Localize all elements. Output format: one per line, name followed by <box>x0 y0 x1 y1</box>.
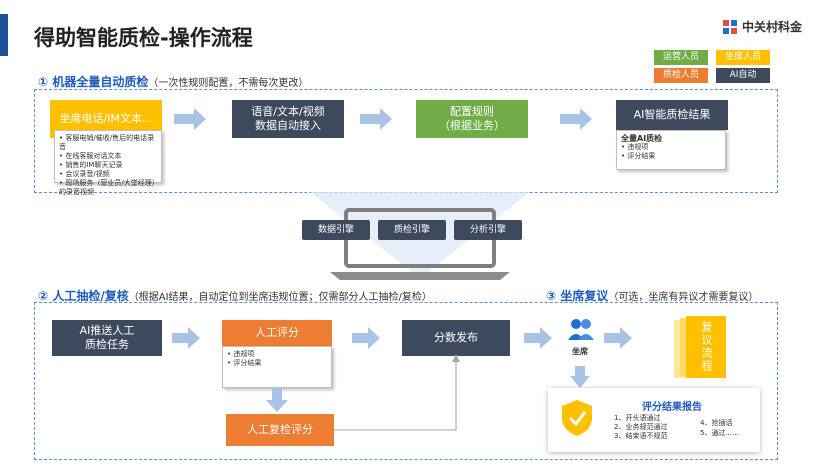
manual-list: 违规项评分结果 <box>227 350 327 368</box>
section1-title: 机器全量自动质检 <box>52 75 149 89</box>
section2-note: （根据AI结果，自动定位到坐席违规位置；仅需部分人工抽检/复检） <box>128 292 432 303</box>
report-col-left: 1、开头语通过 2、业务规范通过 3、结束语不规范 <box>614 414 667 441</box>
list-item: 现场服务（营业员/大堂经理）的录音视频 <box>59 179 157 197</box>
report-col-right: 4、抢插话 5、通过...... <box>700 418 739 438</box>
section3-note: （可选，坐席有异议才需要复议） <box>608 292 759 303</box>
report-item: 4、抢插话 <box>700 419 733 427</box>
publish-box: 分数发布 <box>402 320 510 356</box>
section1-number: ① <box>38 75 49 89</box>
engine-analysis: 分析引擎 <box>454 220 522 240</box>
section1-heading: ① 机器全量自动质检（一次性规则配置，不需每次更改） <box>38 73 308 90</box>
arrow-down-report <box>570 366 590 388</box>
list-item: 评分结果 <box>227 359 327 368</box>
result-heading: 全量AI质检 <box>621 134 663 143</box>
list-item: 销售的IM聊天记录 <box>59 161 157 170</box>
logo-icon <box>723 19 737 34</box>
legend-ops: 运营人员 <box>654 50 708 65</box>
shield-check-icon <box>562 400 592 436</box>
manual-score-details: 违规项评分结果 <box>222 346 332 388</box>
report-title: 评分结果报告 <box>642 402 702 413</box>
section3-title: 坐席复议 <box>560 289 609 303</box>
page-title: 得助智能质检-操作流程 <box>34 26 253 50</box>
legend-ai: AI自动 <box>716 68 770 83</box>
legend-agent: 坐席人员 <box>716 50 770 65</box>
push-task-box: AI推送人工 质检任务 <box>52 320 162 356</box>
list-item: 违规项 <box>227 350 327 359</box>
manual-score-box: 人工评分 <box>222 320 332 346</box>
agent-icon <box>568 319 594 340</box>
arrow-down-review <box>266 388 288 412</box>
source-list: 客服电销/催收/售后的电话录音在线客服对话文本销售的IM聊天记录会议录音/视频现… <box>59 134 157 197</box>
ingest-box: 语音/文本/视频 数据自动接入 <box>232 100 344 138</box>
laptop-illustration <box>310 192 530 280</box>
engine-qa: 质检引擎 <box>378 220 446 240</box>
arrow-1 <box>174 108 206 130</box>
list-item: 评分结果 <box>621 152 721 161</box>
section2-title: 人工抽检/复核 <box>52 289 129 303</box>
report-item: 2、业务规范通过 <box>614 423 668 431</box>
section1-note: （一次性规则配置，不需每次更改） <box>148 78 309 89</box>
result-list: 违规项评分结果 <box>621 143 721 161</box>
arrow-5 <box>352 327 380 349</box>
arrow-6 <box>524 327 552 349</box>
section2-number: ② <box>38 289 49 303</box>
section3-heading: ③ 坐席复议（可选，坐席有异议才需要复议） <box>546 287 758 304</box>
section3-number: ③ <box>546 289 557 303</box>
review-box: 人工复检评分 <box>226 414 334 446</box>
list-item: 违规项 <box>621 143 721 152</box>
list-item: 会议录音/视频 <box>59 170 157 179</box>
report-item: 1、开头语通过 <box>614 414 661 422</box>
company-logo: 中关村科金 <box>722 18 802 35</box>
agent-label: 坐席 <box>572 347 588 356</box>
legend-qa: 质检人员 <box>654 68 708 83</box>
review-to-publish-connector <box>334 354 460 431</box>
title-accent-bar <box>0 14 8 56</box>
source-details: 客服电销/催收/售后的电话录音在线客服对话文本销售的IM聊天记录会议录音/视频现… <box>54 130 162 196</box>
engine-data: 数据引擎 <box>302 220 370 240</box>
list-item: 在线客服对话文本 <box>59 152 157 161</box>
arrow-2 <box>360 108 392 130</box>
section2-heading: ② 人工抽检/复核（根据AI结果，自动定位到坐席违规位置；仅需部分人工抽检/复检… <box>38 287 432 304</box>
list-item: 客服电销/催收/售后的电话录音 <box>59 134 157 152</box>
flow-stack-front: 复议流程 <box>686 316 726 378</box>
section2-frame <box>34 302 778 460</box>
config-box: 配置规则 （根据业务） <box>416 100 528 138</box>
arrow-3 <box>560 108 592 130</box>
arrow-4 <box>172 327 200 349</box>
result-box: AI智能质检结果 <box>616 100 728 130</box>
report-item: 3、结束语不规范 <box>614 432 668 440</box>
result-details: 全量AI质检 违规项评分结果 <box>616 130 726 170</box>
arrow-7 <box>604 327 632 349</box>
logo-text: 中关村科金 <box>742 20 803 34</box>
report-item: 5、通过...... <box>700 429 739 437</box>
